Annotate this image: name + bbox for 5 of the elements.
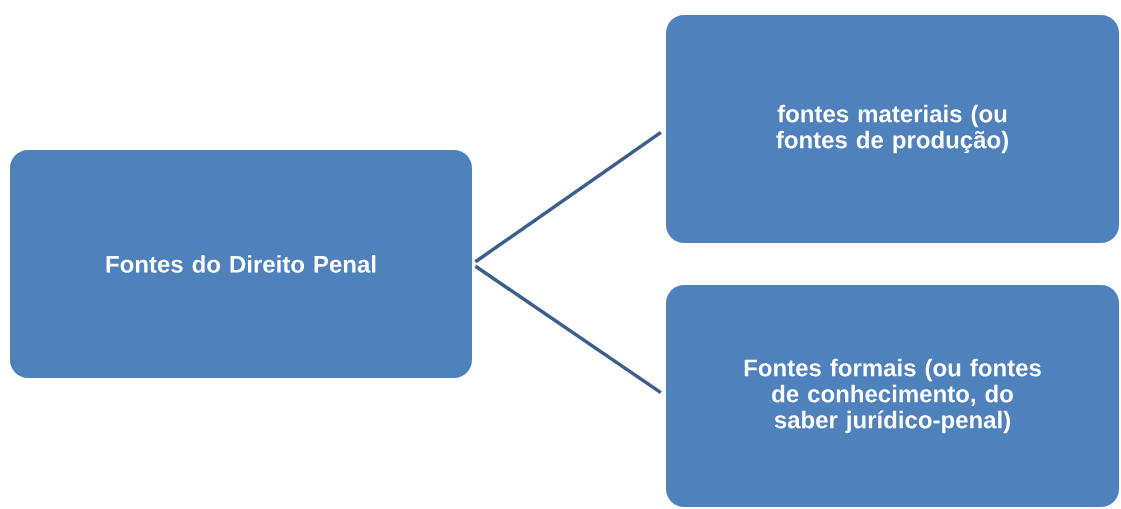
process-box: Fontes formais (ou fontes de conhecimento, do saber jurídico-penal) [666,285,1119,507]
process-box: Fontes do Direito Penal [10,150,472,378]
connector-line [474,131,662,264]
connector-line [474,264,662,395]
process-box: fontes materiais (ou fontes de produção) [666,15,1119,243]
